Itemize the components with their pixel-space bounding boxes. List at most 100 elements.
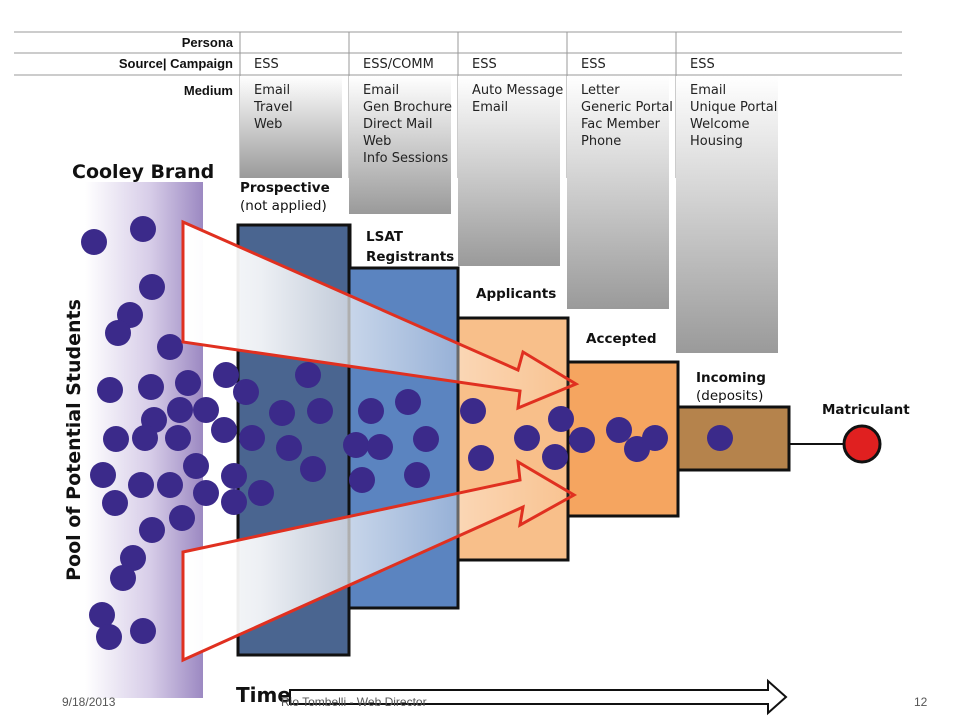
student-dot xyxy=(569,427,595,453)
student-dot xyxy=(221,489,247,515)
time-arrow xyxy=(289,678,788,716)
student-dot xyxy=(165,425,191,451)
student-dot xyxy=(96,624,122,650)
footer-author: Rio Tombelli - Web Director xyxy=(281,695,427,709)
medium-item: Email xyxy=(472,100,508,115)
row-label-source: Source| Campaign xyxy=(119,56,233,71)
stage-incoming xyxy=(676,405,791,472)
source-cells: ESS ESS/COMM ESS ESS ESS xyxy=(254,57,715,72)
student-dot xyxy=(269,400,295,426)
stage-label-lsat-1: LSAT xyxy=(366,229,404,245)
student-dot xyxy=(183,453,209,479)
student-dot xyxy=(130,216,156,242)
student-dot xyxy=(367,434,393,460)
student-dots xyxy=(81,216,733,650)
student-dot xyxy=(404,462,430,488)
pool-label: Pool of Potential Students xyxy=(63,299,85,581)
student-dot xyxy=(413,426,439,452)
medium-item: Direct Mail xyxy=(363,117,432,132)
student-dot xyxy=(167,397,193,423)
student-dot xyxy=(707,425,733,451)
medium-item: Welcome xyxy=(690,117,749,132)
student-dot xyxy=(349,467,375,493)
medium-item: Phone xyxy=(581,134,621,149)
student-dot xyxy=(81,229,107,255)
medium-item: Gen Brochure xyxy=(363,100,452,115)
student-dot xyxy=(548,406,574,432)
student-dot xyxy=(358,398,384,424)
row-label-medium: Medium xyxy=(184,83,233,98)
medium-item: Unique Portal xyxy=(690,100,777,115)
student-dot xyxy=(460,398,486,424)
source-cell: ESS/COMM xyxy=(363,57,434,72)
student-dot xyxy=(300,456,326,482)
medium-item: Email xyxy=(254,83,290,98)
student-dot xyxy=(642,425,668,451)
source-cell: ESS xyxy=(472,57,497,72)
student-dot xyxy=(239,425,265,451)
stage-sub-incoming: (deposits) xyxy=(696,388,763,404)
student-dot xyxy=(138,374,164,400)
row-label-persona: Persona xyxy=(182,35,234,50)
student-dot xyxy=(157,472,183,498)
student-dot xyxy=(97,377,123,403)
student-dot xyxy=(89,602,115,628)
medium-boxes xyxy=(240,76,778,353)
student-dot xyxy=(343,432,369,458)
footer-page-number: 12 xyxy=(914,695,928,709)
medium-item: Email xyxy=(363,83,399,98)
medium-item: Web xyxy=(254,117,282,132)
medium-item: Letter xyxy=(581,83,620,98)
student-dot xyxy=(139,274,165,300)
student-dot xyxy=(128,472,154,498)
student-dot xyxy=(193,480,219,506)
medium-item: Generic Portal xyxy=(581,100,673,115)
student-dot xyxy=(193,397,219,423)
stage-label-matriculant: Matriculant xyxy=(822,402,910,418)
student-dot xyxy=(175,370,201,396)
student-dot xyxy=(132,425,158,451)
stage-label-incoming: Incoming xyxy=(696,370,766,386)
student-dot xyxy=(169,505,195,531)
student-dot xyxy=(105,320,131,346)
student-dot xyxy=(103,426,129,452)
medium-item: Email xyxy=(690,83,726,98)
source-cell: ESS xyxy=(690,57,715,72)
student-dot xyxy=(221,463,247,489)
student-dot xyxy=(606,417,632,443)
student-dot xyxy=(295,362,321,388)
medium-item: Web xyxy=(363,134,391,149)
time-label: Time xyxy=(236,683,291,707)
stage-label-accepted: Accepted xyxy=(586,331,657,347)
medium-item: Travel xyxy=(253,100,293,115)
student-dot xyxy=(213,362,239,388)
medium-item: Fac Member xyxy=(581,117,661,132)
student-dot xyxy=(542,444,568,470)
student-dot xyxy=(110,565,136,591)
lower-flow-arrow xyxy=(181,459,578,663)
source-cell: ESS xyxy=(254,57,279,72)
student-dot xyxy=(90,462,116,488)
stage-label-lsat-2: Registrants xyxy=(366,249,454,265)
stage-label-prospective: Prospective xyxy=(240,180,330,196)
student-dot xyxy=(276,435,302,461)
student-dot xyxy=(514,425,540,451)
matriculant-dot xyxy=(842,424,882,464)
student-dot xyxy=(102,490,128,516)
student-dot xyxy=(120,545,146,571)
student-dot xyxy=(395,389,421,415)
student-dot xyxy=(233,379,259,405)
student-dot xyxy=(248,480,274,506)
medium-cells: Email Travel Web Email Gen Brochure Dire… xyxy=(253,83,777,166)
student-dot xyxy=(139,517,165,543)
student-dot xyxy=(130,618,156,644)
source-cell: ESS xyxy=(581,57,606,72)
footer-date: 9/18/2013 xyxy=(62,695,116,709)
medium-item: Auto Message xyxy=(472,83,563,98)
student-dot xyxy=(211,417,237,443)
medium-item: Info Sessions xyxy=(363,151,448,166)
student-dot xyxy=(468,445,494,471)
stage-label-applicants: Applicants xyxy=(476,286,556,302)
stage-sub-prospective: (not applied) xyxy=(240,198,327,214)
